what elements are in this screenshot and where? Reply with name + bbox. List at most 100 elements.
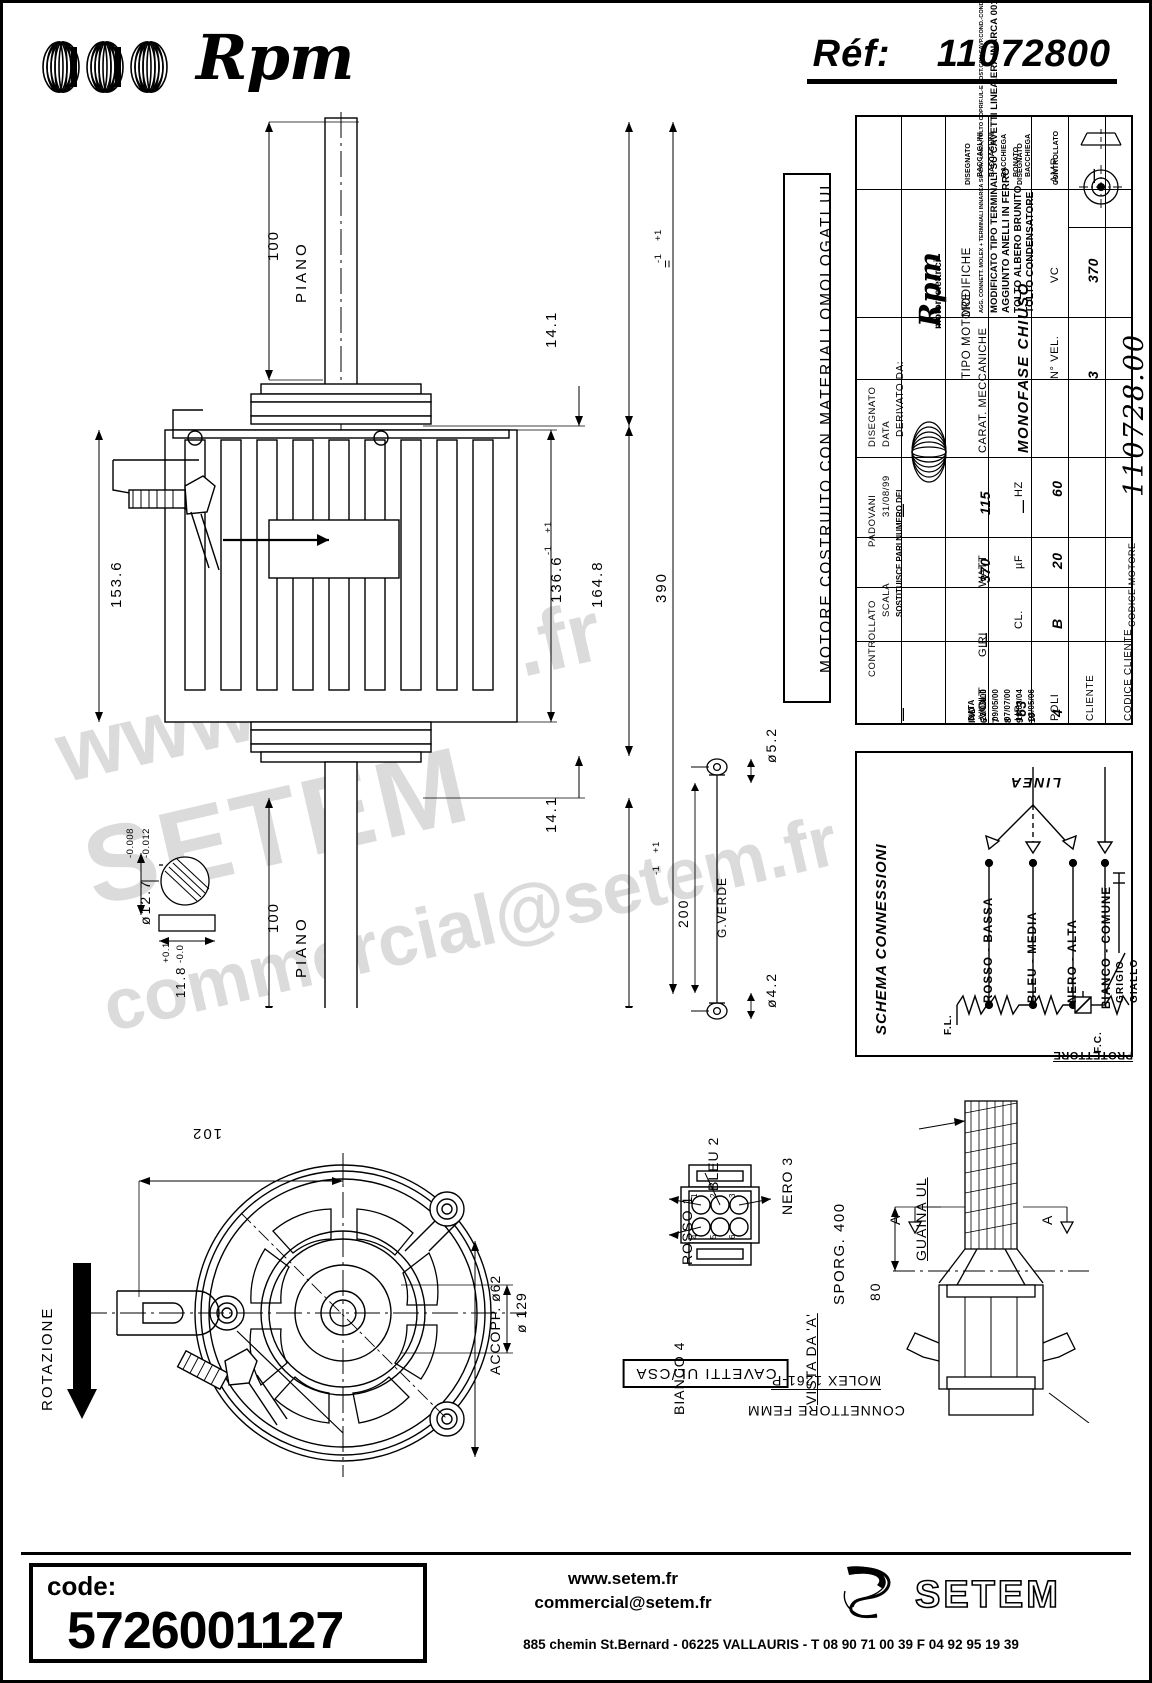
vista-da-a-label: VISTA DA 'A' bbox=[803, 1313, 819, 1405]
wiring-diagram bbox=[956, 767, 1130, 1025]
svg-text:3: 3 bbox=[728, 1193, 737, 1198]
wire-grigio: GRIGIO bbox=[1115, 960, 1126, 1003]
carat-meccaniche-label: CARAT. MECCANICHE bbox=[977, 327, 989, 453]
dim-hole-5-2: ø5.2 bbox=[763, 726, 779, 763]
svg-text:SETEM: SETEM bbox=[915, 1574, 1061, 1616]
rev-2-desc: AGGIUNTO ANELLI IN FERRO bbox=[1001, 167, 1012, 313]
dim-sporg-400: SPORG. 400 bbox=[831, 1202, 848, 1305]
wire-nero-alta: NERO - ALTA bbox=[1067, 918, 1079, 1003]
ref-value: 11072800 bbox=[936, 33, 1111, 75]
setem-swoosh-icon: SETEM bbox=[843, 1566, 1061, 1619]
wire-rosso-bassa: ROSSO - BASSA bbox=[983, 896, 995, 1003]
spec-vc-label: VC bbox=[1049, 266, 1061, 283]
dim-14-1-top: 14.1 bbox=[543, 310, 560, 348]
rev-1-by: BONATO bbox=[1013, 146, 1020, 177]
pin-bleu-2: BLEU 2 bbox=[705, 1136, 721, 1191]
svg-text:1: 1 bbox=[690, 1193, 699, 1198]
setem-logo: SETEM bbox=[837, 1561, 1107, 1623]
tol-equal: = bbox=[659, 259, 675, 268]
svg-text:4: 4 bbox=[690, 1234, 699, 1239]
scala-label: SCALA bbox=[881, 582, 892, 617]
codice-motore-value: 110728.00 bbox=[1119, 332, 1150, 497]
setem-address: 885 chemin St.Bernard - 06225 VALLAURIS … bbox=[523, 1637, 1019, 1652]
dim-164-8: 164.8 bbox=[589, 560, 606, 608]
rev-header-by: DISEGNATO bbox=[965, 143, 972, 185]
cable-connector-detail bbox=[891, 1100, 1090, 1423]
label-rotazione: ROTAZIONE bbox=[39, 1306, 56, 1411]
setem-contact: www.setem.fr commercial@setem.fr bbox=[473, 1567, 773, 1615]
rpm-logo: Rpm bbox=[41, 27, 371, 103]
pin-rosso-1: ROSSO 1 bbox=[679, 1195, 695, 1265]
dim-102: 102 bbox=[191, 1125, 223, 1142]
key-tol-upper: +0.1 bbox=[161, 942, 172, 963]
reference-number: Réf: 11072800 bbox=[806, 33, 1117, 84]
carat-meccaniche-value: — bbox=[1015, 499, 1030, 514]
ground-wire-detail bbox=[691, 758, 755, 1020]
rev-1-desc: TOLTO ALBERO BRUNITO bbox=[1013, 185, 1024, 313]
wire-bleu-media: BLEU - MEDIA bbox=[1027, 911, 1039, 1003]
motor-rear-view bbox=[67, 1153, 527, 1477]
spec-amp-value: — bbox=[1085, 168, 1101, 184]
shaft-keyway-detail bbox=[137, 853, 216, 945]
dim-piano-top: PIANO bbox=[293, 241, 310, 303]
dim-shaft-diameter: ø12.7 bbox=[137, 879, 153, 925]
cavetti-box: CAVETTI UL/CSA bbox=[623, 1359, 789, 1388]
rev-header-ind: IND bbox=[967, 707, 977, 723]
setem-email[interactable]: commercial@setem.fr bbox=[534, 1592, 712, 1612]
title-block-brand-sub: motori elettrici bbox=[933, 259, 944, 329]
code-value: 5726001127 bbox=[67, 1602, 344, 1660]
dim-200: 200 bbox=[675, 898, 691, 928]
rev-4-ind: 6 bbox=[979, 717, 989, 723]
dim-129: ø 129 bbox=[513, 1292, 529, 1333]
svg-text:5: 5 bbox=[709, 1234, 718, 1239]
spec-hz-value: 60 bbox=[1049, 480, 1065, 497]
codice-motore-label: CODICE MOTORE bbox=[1127, 542, 1137, 627]
data-value: 31/08/99 bbox=[881, 475, 892, 517]
dim-100-top: 100 bbox=[265, 229, 282, 261]
spec-cl-label: CL. bbox=[1013, 610, 1025, 629]
footer: code: 5726001127 www.setem.fr commercial… bbox=[21, 1552, 1131, 1670]
revision-index-strip: 10 9 8 7 6 IND bbox=[855, 693, 1133, 727]
projection-symbol-icon bbox=[1079, 129, 1123, 209]
spec-uf-value: 20 bbox=[1049, 552, 1065, 569]
modifiche-header: MODIFICHE bbox=[961, 247, 973, 317]
label-molex: MOLEX 1261-P bbox=[771, 1373, 882, 1389]
rev-0-desc: TOLTO CONDENSATORE bbox=[1025, 191, 1036, 313]
rev-4-desc: AGG. CONNETT. MOLEX + TERMINALI INNARCA … bbox=[979, 0, 985, 313]
schema-connessioni-box: SCHEMA CONNESSIONI LINEA ROSSO - BASSA B… bbox=[855, 751, 1140, 1061]
spec-nvel-label: N° VEL. bbox=[1049, 335, 1061, 379]
label-guaina-ul: GUAINA UL bbox=[913, 1177, 929, 1261]
rev-3-ind: 7 bbox=[991, 717, 1001, 723]
controllato-footer-label: CONTROLLATO bbox=[867, 600, 878, 677]
motor-side-view bbox=[95, 112, 677, 1008]
spec-watt-label: WATT bbox=[977, 554, 989, 587]
section-a-right: A bbox=[1039, 1213, 1055, 1225]
svg-text:6: 6 bbox=[728, 1234, 737, 1239]
wire-giallo: GIALLO bbox=[1129, 958, 1140, 1003]
wire-bianco-comune: BIANCO - COMUNE bbox=[1101, 885, 1113, 1009]
label-fl: F.L. bbox=[943, 1014, 954, 1035]
shaft-tol-lower: -0.012 bbox=[141, 828, 152, 858]
dim-keyway: 11.8 bbox=[173, 965, 188, 998]
dim-136-6: 136.6 bbox=[548, 555, 565, 603]
dim-hole-4-2: ø4.2 bbox=[763, 971, 779, 1008]
spec-vc-value: 370 bbox=[1085, 258, 1101, 283]
dim-390: 390 bbox=[653, 571, 670, 603]
spec-uf-label: µF bbox=[1013, 554, 1025, 569]
spec-volt-value: 115 bbox=[977, 491, 993, 515]
controllato-label: CONTROLLATO bbox=[1053, 130, 1060, 185]
rev-3-desc: MODIFICATO TIPO TERMINALI SU CAVETTI LIN… bbox=[989, 0, 1000, 313]
setem-website[interactable]: www.setem.fr bbox=[568, 1569, 678, 1588]
shaft-tol-upper: -0.008 bbox=[125, 828, 136, 858]
derivato-label: DERIVATO DA: bbox=[895, 360, 906, 437]
label-connettore-femm: CONNETTORE FEMM bbox=[747, 1403, 905, 1419]
sostituisce-label: SOSTITUISCE PARI NUMERO DEL bbox=[895, 486, 904, 617]
code-box: code: 5726001127 bbox=[29, 1563, 427, 1663]
rev-1-ind: 9 bbox=[1015, 717, 1025, 723]
spec-hz-label: HZ bbox=[1013, 481, 1025, 497]
dim-14-1-bottom: 14.1 bbox=[543, 795, 560, 833]
rev-0-by: BACCHIEGA bbox=[1025, 133, 1032, 177]
rev-2-ind: 8 bbox=[1003, 717, 1013, 723]
section-a-left: A bbox=[887, 1213, 903, 1225]
key-tol-lower: -0.0 bbox=[175, 944, 186, 963]
